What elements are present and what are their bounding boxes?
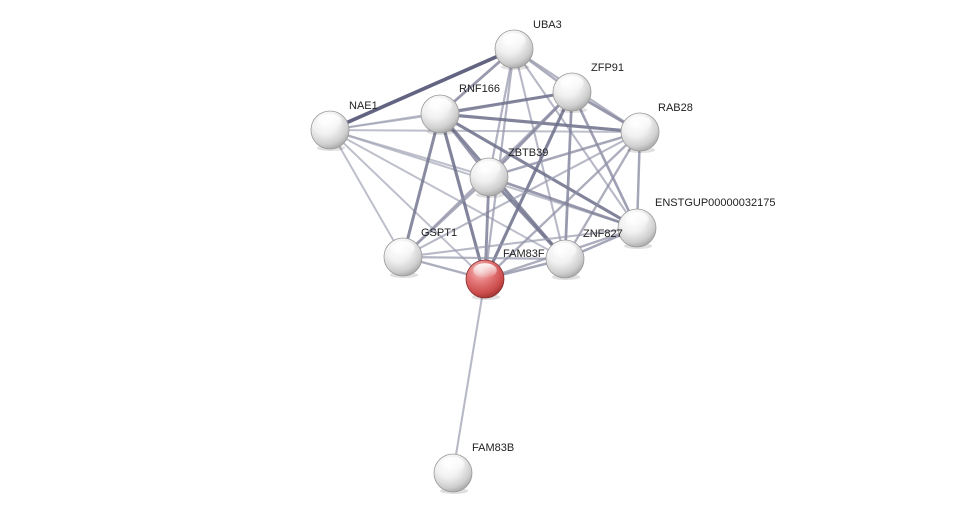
node-label: UBA3 xyxy=(533,19,562,31)
sphere-highlight xyxy=(441,457,465,472)
edge-gspt1-znf827 xyxy=(401,255,567,261)
edge-nae1-znf827 xyxy=(329,129,566,260)
node-label: ENSTGUP00000032175 xyxy=(655,197,775,209)
edge-zbtb39-enstgup00000032175 xyxy=(487,175,639,230)
sphere-highlight xyxy=(560,76,584,91)
node-znf827[interactable]: ZNF827 xyxy=(545,228,623,280)
node-label: ZFP91 xyxy=(591,62,624,74)
edge-zfp91-znf827 xyxy=(563,90,574,261)
sphere-highlight xyxy=(553,243,577,258)
edge-nae1-fam83f xyxy=(329,129,486,280)
node-label: RAB28 xyxy=(658,102,693,114)
edge-enstgup00000032175-gspt1 xyxy=(401,226,639,259)
edge-fam83f-fam83b xyxy=(451,277,487,475)
node-fam83f[interactable]: FAM83F xyxy=(465,248,545,300)
node-label: NAE1 xyxy=(349,100,378,112)
sphere-highlight xyxy=(318,114,342,129)
node-label: ZNF827 xyxy=(583,228,623,240)
edge-rnf166-gspt1 xyxy=(401,112,442,259)
node-rab28[interactable]: RAB28 xyxy=(620,102,693,153)
sphere-highlight xyxy=(428,98,452,113)
node-gspt1[interactable]: GSPT1 xyxy=(383,227,457,278)
node-fam83b[interactable]: FAM83B xyxy=(433,442,514,494)
edge-nae1-rab28 xyxy=(329,129,641,133)
node-zfp91[interactable]: ZFP91 xyxy=(552,62,624,113)
node-label: GSPT1 xyxy=(421,227,457,239)
edge-uba3-znf827 xyxy=(512,47,567,261)
sphere-highlight xyxy=(502,33,526,48)
sphere-highlight xyxy=(473,263,497,278)
node-uba3[interactable]: UBA3 xyxy=(494,19,562,70)
sphere-highlight xyxy=(625,212,649,227)
node-enstgup00000032175[interactable]: ENSTGUP00000032175 xyxy=(617,197,775,249)
sphere-highlight xyxy=(391,241,415,256)
node-label: RNF166 xyxy=(459,83,500,95)
sphere-highlight xyxy=(477,161,501,176)
edge-uba3-zbtb39 xyxy=(487,47,516,179)
sphere-highlight xyxy=(628,116,652,131)
edge-zbtb39-gspt1 xyxy=(401,175,491,259)
edge-rnf166-enstgup00000032175 xyxy=(438,112,639,230)
node-zbtb39[interactable]: ZBTB39 xyxy=(469,147,548,198)
edge-rab28-znf827 xyxy=(563,130,642,261)
edge-rnf166-fam83f xyxy=(438,112,487,281)
edge-nae1-uba3 xyxy=(328,47,516,132)
edge-rab28-fam83f xyxy=(483,130,642,281)
edge-zfp91-fam83f xyxy=(483,90,574,281)
node-nae1[interactable]: NAE1 xyxy=(310,100,378,151)
node-label: ZBTB39 xyxy=(508,147,548,159)
edge-rab28-gspt1 xyxy=(401,130,642,259)
edge-nae1-gspt1 xyxy=(329,129,404,258)
node-rnf166[interactable]: RNF166 xyxy=(420,83,500,135)
node-label: FAM83F xyxy=(503,248,545,260)
edge-rab28-zbtb39 xyxy=(487,130,642,179)
edge-uba3-enstgup00000032175 xyxy=(512,47,639,230)
edge-rnf166-zfp91 xyxy=(438,90,574,116)
edge-zfp91-enstgup00000032175 xyxy=(570,90,639,230)
node-label: FAM83B xyxy=(472,442,514,454)
